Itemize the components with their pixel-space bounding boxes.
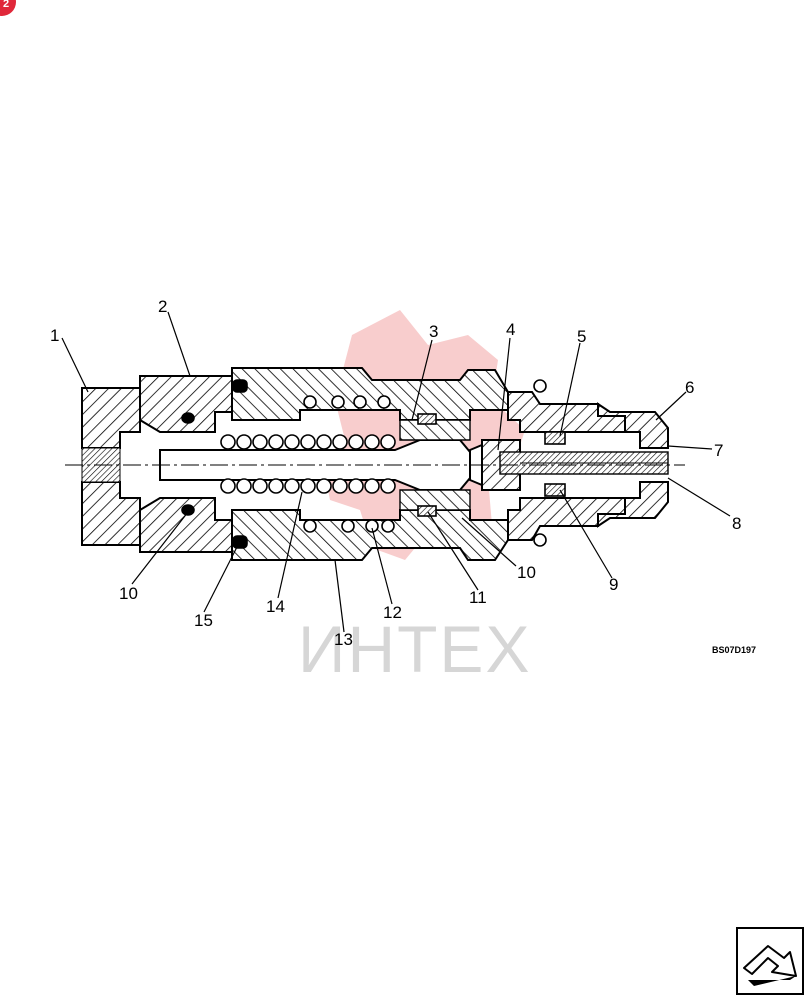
spring-upper bbox=[220, 434, 396, 450]
valve-sleeve-upper bbox=[231, 367, 509, 421]
callout-8: 8 bbox=[732, 514, 741, 533]
callout-13: 13 bbox=[334, 630, 353, 649]
valve-body-left bbox=[139, 375, 233, 553]
callout-9: 9 bbox=[609, 575, 618, 594]
page-badge-number: 2 bbox=[3, 0, 9, 10]
valve-body-right bbox=[507, 391, 669, 541]
callout-3: 3 bbox=[429, 322, 438, 341]
callouts: 1 2 3 4 5 6 7 8 9 10 10 11 12 13 14 15 bbox=[50, 297, 741, 649]
callout-15: 15 bbox=[194, 611, 213, 630]
callout-1: 1 bbox=[50, 326, 59, 345]
valve-cross-section bbox=[65, 367, 685, 561]
callout-14: 14 bbox=[266, 597, 285, 616]
callout-10-left: 10 bbox=[119, 584, 138, 603]
callout-12: 12 bbox=[383, 603, 402, 622]
callout-7: 7 bbox=[714, 441, 723, 460]
figure-code: BS07D197 bbox=[712, 645, 756, 655]
callout-6: 6 bbox=[685, 378, 694, 397]
leader-lines bbox=[61, 311, 731, 633]
page-badge: 2 bbox=[0, 0, 16, 16]
callout-5: 5 bbox=[577, 327, 586, 346]
end-plug bbox=[81, 387, 141, 546]
callout-10-right: 10 bbox=[517, 563, 536, 582]
watermark-text: ИНТЕХ bbox=[298, 612, 531, 686]
adjusting-stem bbox=[499, 451, 669, 475]
spring-lower bbox=[220, 478, 396, 494]
outer-spring bbox=[303, 395, 395, 533]
callout-4: 4 bbox=[506, 320, 515, 339]
o-rings bbox=[181, 379, 566, 549]
callout-2: 2 bbox=[158, 297, 167, 316]
callout-11: 11 bbox=[469, 588, 487, 607]
next-page-arrow-icon[interactable] bbox=[736, 927, 804, 995]
